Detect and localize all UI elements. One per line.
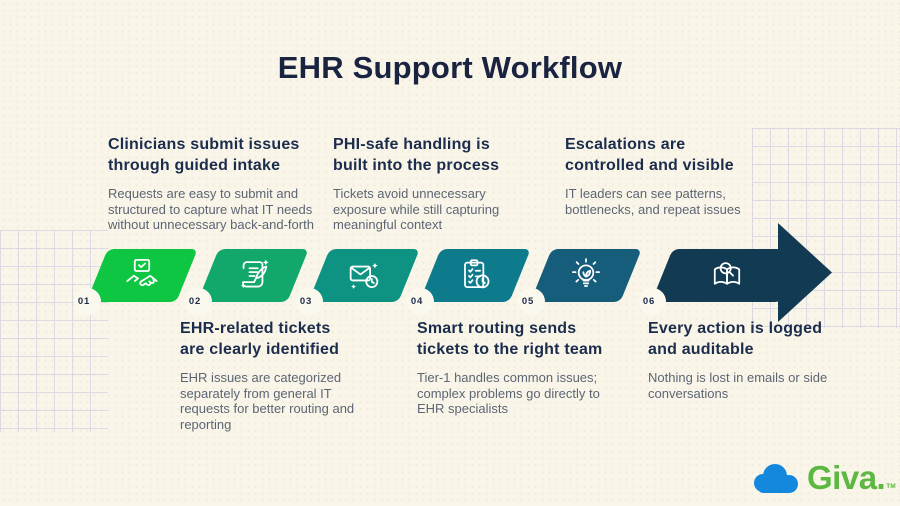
- callout-step-4: Smart routing sends tickets to the right…: [417, 318, 617, 417]
- step-number: 06: [642, 296, 656, 307]
- step-number-badge: 04: [406, 288, 434, 315]
- brand-wordmark: Giva.: [807, 459, 886, 496]
- heading-line: Escalations are: [565, 136, 686, 153]
- callout-heading: PHI-safe handling is built into the proc…: [333, 134, 529, 176]
- page-title: EHR Support Workflow: [277, 50, 623, 85]
- heading-line: and auditable: [648, 341, 754, 358]
- workflow-segment-6: [651, 249, 803, 302]
- step-number-badge: 05: [517, 288, 545, 315]
- step-number: 03: [299, 296, 313, 307]
- callout-heading: Escalations are controlled and visible: [565, 134, 761, 176]
- workflow-segment-2: [197, 249, 309, 302]
- workflow-segment-1: [86, 249, 198, 302]
- heading-line: tickets to the right team: [417, 341, 603, 358]
- heading-line: Every action is logged: [648, 320, 823, 337]
- callout-step-6: Every action is logged and auditable Not…: [648, 318, 853, 401]
- step-number: 04: [410, 296, 424, 307]
- step-number: 05: [521, 296, 535, 307]
- callout-body: Nothing is lost in emails or side conver…: [648, 370, 828, 401]
- heading-line: EHR-related tickets: [180, 320, 331, 337]
- callout-body: Tier-1 handles common issues; complex pr…: [417, 370, 600, 416]
- workflow-segment-5: [530, 249, 642, 302]
- envelope-clock-icon: [349, 262, 379, 289]
- heading-line: PHI-safe handling is: [333, 136, 490, 153]
- lightbulb-idea-icon: [572, 257, 600, 287]
- callout-heading: Smart routing sends tickets to the right…: [417, 318, 617, 360]
- callout-step-1: Clinicians submit issues through guided …: [108, 134, 336, 233]
- heading-line: Smart routing sends: [417, 320, 577, 337]
- workflow-segment-4: [419, 249, 531, 302]
- callout-heading: Clinicians submit issues through guided …: [108, 134, 336, 176]
- heading-line: built into the process: [333, 157, 500, 174]
- giva-logo: Giva. TM: [748, 461, 896, 495]
- scroll-quill-icon: [240, 259, 269, 288]
- arrow-head: [778, 223, 832, 322]
- clipboard-clock-icon: [464, 258, 490, 288]
- trademark-mark: TM: [886, 483, 896, 490]
- step-number-badge: 01: [73, 288, 101, 315]
- heading-line: are clearly identified: [180, 341, 340, 358]
- step-number-badge: 02: [184, 288, 212, 315]
- book-magnifier-icon: [713, 261, 741, 285]
- cloud-icon: [754, 464, 798, 493]
- workflow-segment-3: [308, 249, 420, 302]
- heading-line: controlled and visible: [565, 157, 734, 174]
- callout-step-2: EHR-related tickets are clearly identifi…: [180, 318, 380, 432]
- callout-heading: EHR-related tickets are clearly identifi…: [180, 318, 380, 360]
- callout-step-5: Escalations are controlled and visible I…: [565, 134, 761, 217]
- callout-body: Requests are easy to submit and structur…: [108, 186, 314, 232]
- step-number-badge: 06: [638, 288, 666, 315]
- step-number: 02: [188, 296, 202, 307]
- step-number: 01: [77, 296, 91, 307]
- callout-step-3: PHI-safe handling is built into the proc…: [333, 134, 529, 233]
- heading-line: through guided intake: [108, 157, 281, 174]
- heading-line: Clinicians submit issues: [108, 136, 300, 153]
- callout-body: Tickets avoid unnecessary exposure while…: [333, 186, 500, 232]
- callout-body: IT leaders can see patterns, bottlenecks…: [565, 186, 741, 217]
- callout-heading: Every action is logged and auditable: [648, 318, 853, 360]
- callout-body: EHR issues are categorized separately fr…: [180, 370, 355, 432]
- step-number-badge: 03: [295, 288, 323, 315]
- grid-pattern-bottom-left: [0, 230, 108, 432]
- handshake-check-icon: [126, 258, 158, 286]
